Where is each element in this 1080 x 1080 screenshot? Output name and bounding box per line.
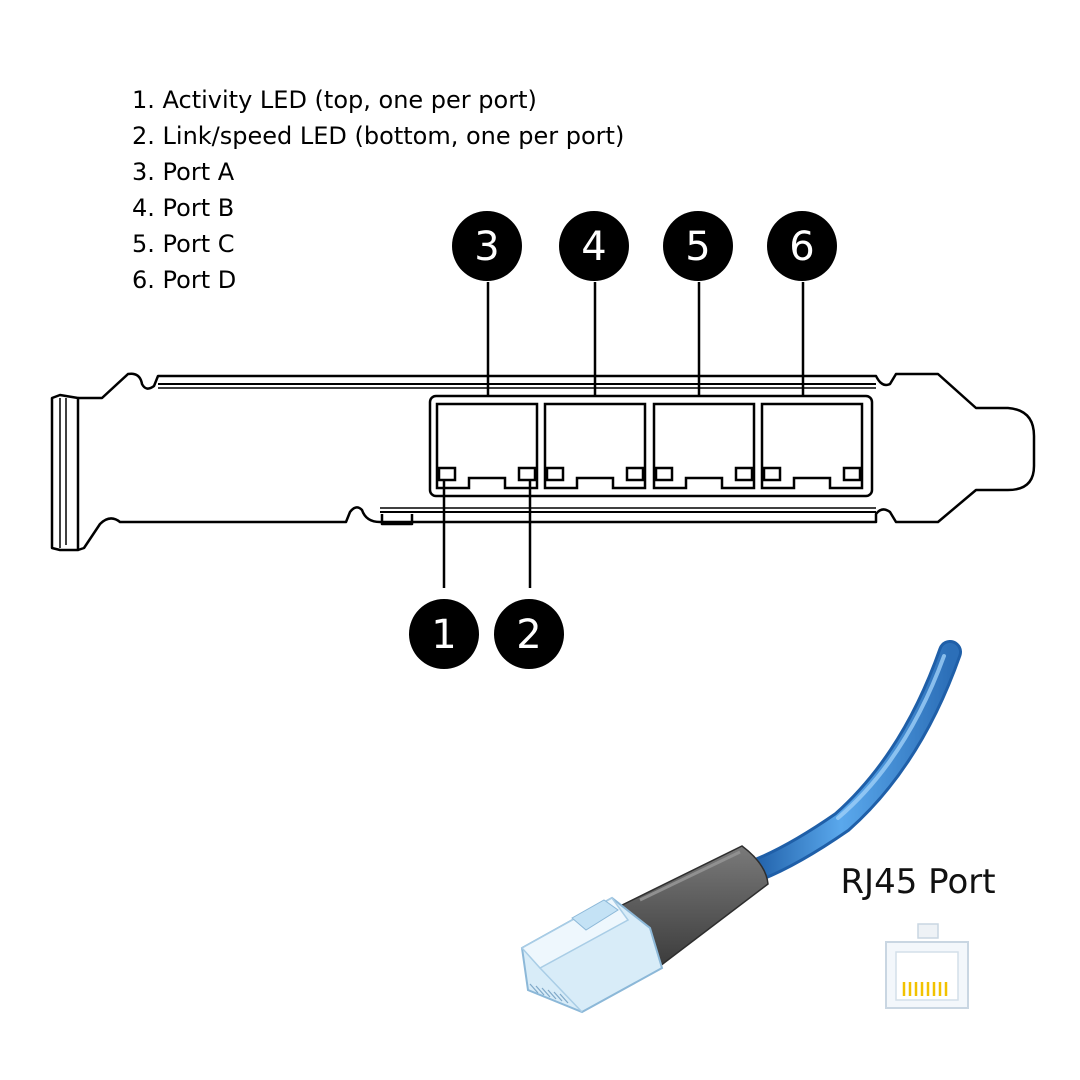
activity-led bbox=[437, 466, 457, 482]
port-b bbox=[543, 402, 647, 490]
leader-lines bbox=[442, 282, 805, 588]
callout-5-number: 5 bbox=[685, 224, 710, 270]
rj45-port-label: RJ45 Port bbox=[840, 862, 995, 902]
rj45-port-icon bbox=[885, 923, 969, 1009]
activity-led bbox=[762, 466, 782, 482]
callout-1: 1 bbox=[409, 599, 479, 669]
cable bbox=[740, 640, 962, 884]
legend-item-port-b: 4. Port B bbox=[132, 194, 235, 222]
port-c bbox=[652, 402, 756, 490]
legend-item-link-speed-led: 2. Link/speed LED (bottom, one per port) bbox=[132, 122, 625, 150]
port-d bbox=[760, 402, 864, 490]
legend-item-activity-led: 1. Activity LED (top, one per port) bbox=[132, 86, 537, 114]
callout-4-number: 4 bbox=[581, 224, 606, 270]
activity-led bbox=[545, 466, 565, 482]
activity-led bbox=[654, 466, 674, 482]
legend-item-port-d: 6. Port D bbox=[132, 266, 237, 294]
pcie-bracket bbox=[50, 372, 1036, 552]
port-pins bbox=[902, 982, 948, 996]
link-speed-led bbox=[842, 466, 862, 482]
callout-5: 5 bbox=[663, 211, 733, 281]
callout-2-number: 2 bbox=[516, 612, 541, 658]
port-a bbox=[435, 402, 539, 490]
callout-6-number: 6 bbox=[789, 224, 814, 270]
legend-item-port-a: 3. Port A bbox=[132, 158, 235, 186]
link-speed-led bbox=[734, 466, 754, 482]
callout-3: 3 bbox=[452, 211, 522, 281]
ethernet-cable-illustration bbox=[520, 640, 962, 1014]
callout-3-number: 3 bbox=[474, 224, 499, 270]
callout-1-number: 1 bbox=[431, 612, 456, 658]
legend-item-port-c: 5. Port C bbox=[132, 230, 235, 258]
callout-4: 4 bbox=[559, 211, 629, 281]
callout-2: 2 bbox=[494, 599, 564, 669]
callout-6: 6 bbox=[767, 211, 837, 281]
legend: 1. Activity LED (top, one per port) 2. L… bbox=[132, 82, 624, 298]
link-speed-led bbox=[625, 466, 645, 482]
link-speed-led bbox=[517, 466, 537, 482]
